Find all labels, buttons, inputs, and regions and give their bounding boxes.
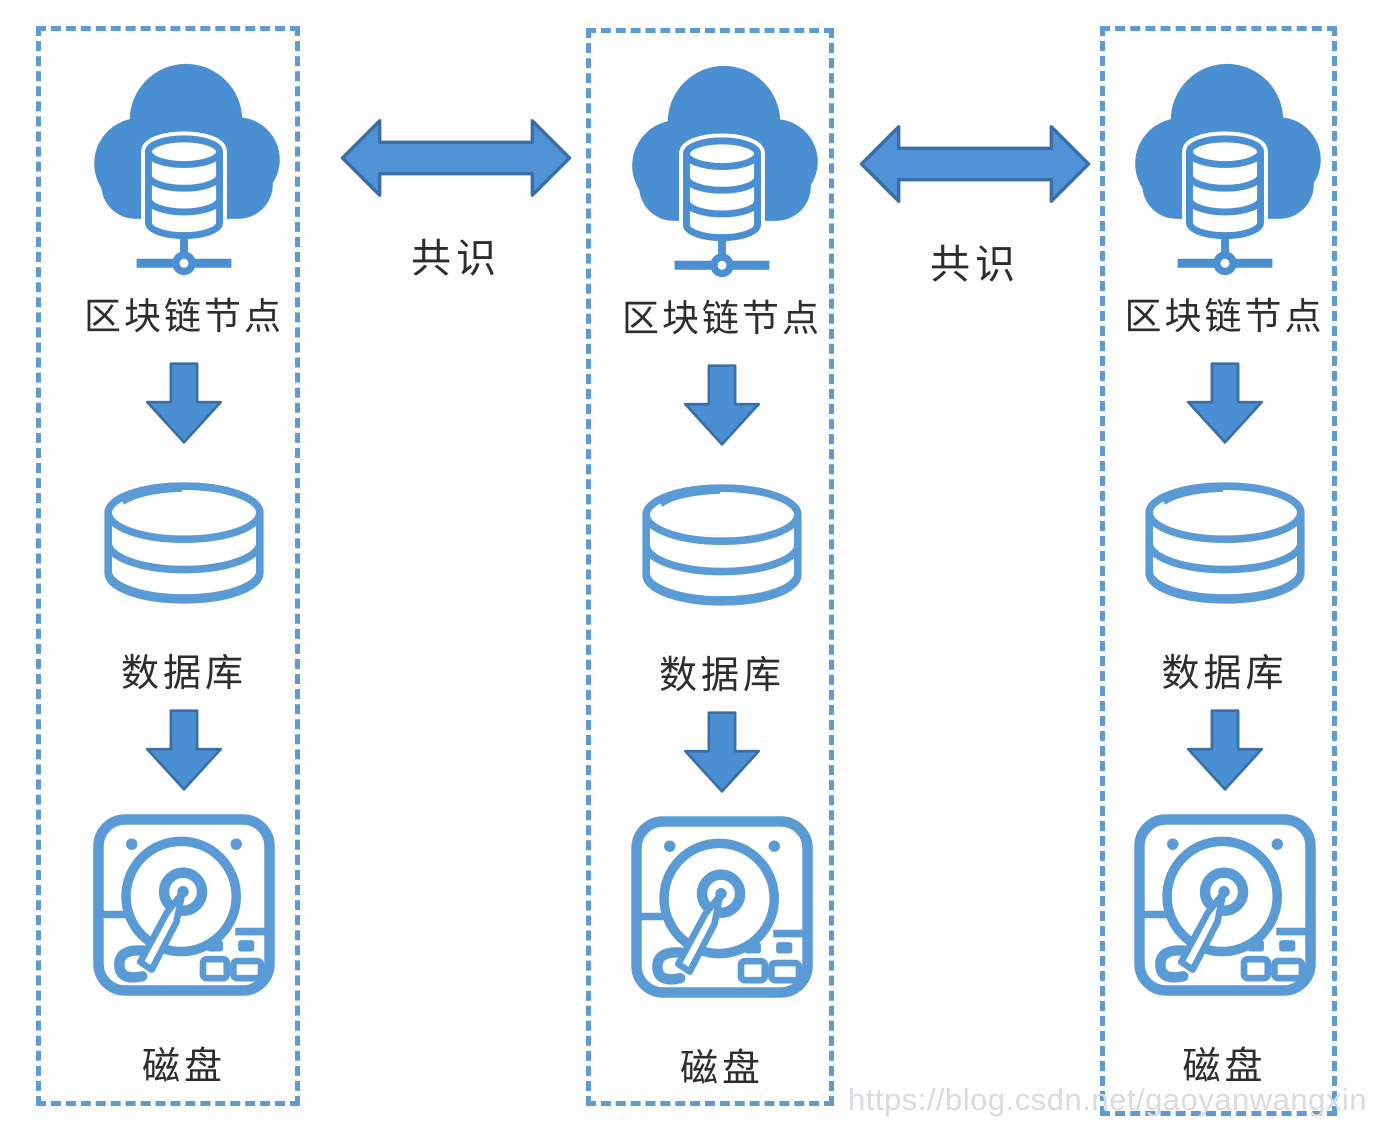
blockchain-node-label: 区块链节点 [622,298,822,339]
down-arrow-icon [681,710,763,794]
disk-label: 磁盘 [1182,1046,1267,1089]
database-icon [1132,471,1318,615]
disk-label: 磁盘 [141,1046,226,1089]
consensus-label: 共识 [930,243,1020,287]
down-arrow-icon [143,361,225,445]
node-column-2: 区块链节点 数据库 磁盘 [586,28,834,1106]
disk-icon [89,810,279,1000]
database-label: 数据库 [1161,652,1288,695]
down-arrow-icon [681,363,763,447]
database-label: 数据库 [658,654,785,697]
database-icon [91,471,277,615]
blockchain-node-icon [85,53,283,282]
node-column-1-content: 区块链节点 数据库 磁盘 [84,31,284,1090]
node-column-2-content: 区块链节点 数据库 磁盘 [622,33,822,1092]
database-label: 数据库 [120,652,247,695]
disk-icon [627,812,817,1002]
disk-label: 磁盘 [679,1048,764,1091]
watermark-url: https://blog.csdn.net/gaoyanwangxin [848,1082,1368,1117]
consensus-label: 共识 [411,237,501,281]
consensus-double-arrow-icon [337,112,575,204]
blockchain-node-icon [623,55,821,284]
down-arrow-icon [1184,708,1266,792]
down-arrow-icon [1184,361,1266,445]
node-column-1: 区块链节点 数据库 磁盘 [36,26,300,1106]
disk-icon [1130,810,1320,1000]
blockchain-node-label: 区块链节点 [1124,296,1325,337]
blockchain-node-icon [1126,53,1324,282]
consensus-double-arrow-icon [856,118,1094,210]
down-arrow-icon [143,708,225,792]
consensus-link-2: 共识 [856,118,1094,288]
node-column-3-content: 区块链节点 数据库 磁盘 [1125,31,1325,1090]
consensus-link-1: 共识 [337,112,575,282]
blockchain-node-label: 区块链节点 [84,296,284,337]
node-column-3: 区块链节点 数据库 磁盘 [1100,26,1337,1116]
database-icon [629,473,815,617]
